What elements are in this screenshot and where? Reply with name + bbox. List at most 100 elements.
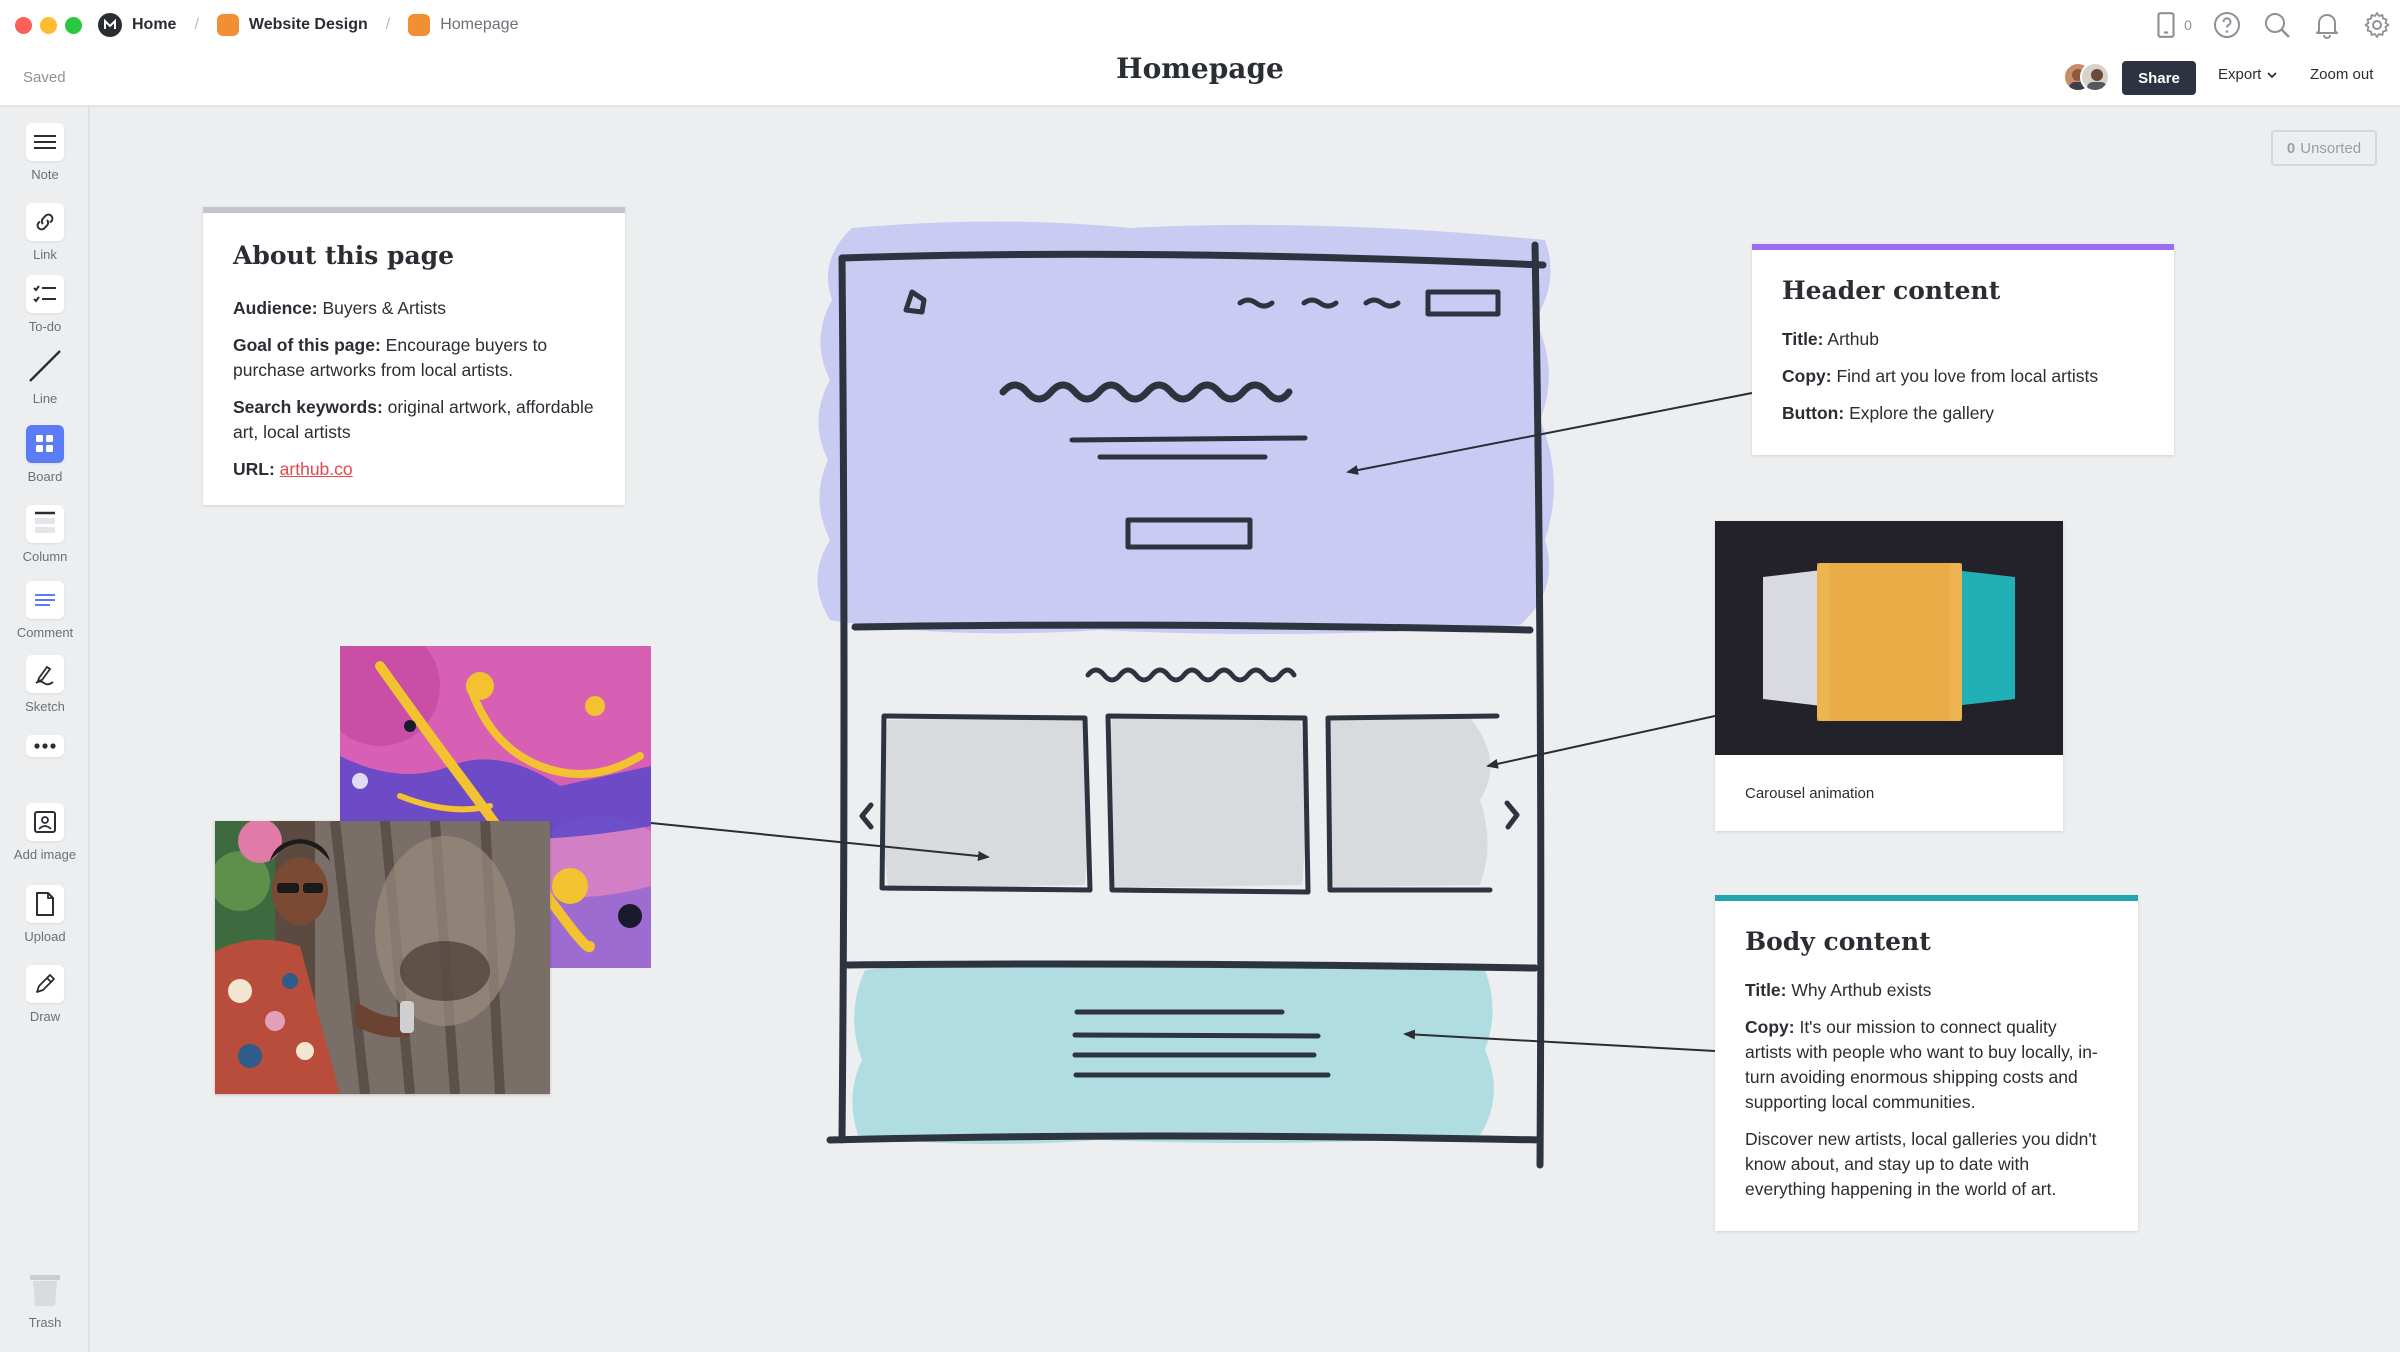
breadcrumb-page[interactable]: Homepage (408, 14, 518, 36)
connector-arrows (650, 392, 1753, 1052)
audience-label: Audience: (233, 298, 318, 318)
title-label: Title: (1745, 980, 1787, 1000)
wireframe-carousel-box (1105, 713, 1311, 895)
wireframe-divider (844, 960, 1539, 972)
more-icon (26, 735, 64, 757)
unsorted-count: 0 (2286, 139, 2296, 157)
url-link[interactable]: arthub.co (279, 459, 353, 479)
goal-value: Encourage buyers to purchase artworks fr… (233, 335, 548, 380)
copy-label: Copy: (1745, 1017, 1795, 1037)
milanote-logo-icon (98, 13, 122, 37)
breadcrumb-board[interactable]: Website Design (216, 14, 368, 36)
top-right-icons: 0 (2134, 8, 2400, 42)
settings-button[interactable] (2360, 8, 2394, 42)
tool-line[interactable]: Line (0, 347, 90, 406)
line-icon (26, 347, 64, 385)
copy-label: Copy: (1782, 366, 1832, 386)
header-section-fill (817, 221, 1554, 634)
board-color-icon (408, 14, 431, 36)
keywords-label: Search keywords: (233, 397, 383, 417)
column-icon (26, 505, 64, 543)
tool-label: Draw (29, 1009, 61, 1024)
tool-more[interactable] (0, 735, 90, 757)
goal-line: Goal of this page: Encourage buyers to p… (233, 333, 595, 383)
connector-arrow (650, 822, 990, 861)
help-icon (2214, 12, 2240, 38)
tool-label: Line (32, 391, 58, 406)
add-image-icon (26, 803, 64, 841)
export-label: Export (2218, 66, 2262, 83)
note-icon (26, 123, 64, 161)
zoom-out-button[interactable]: Zoom out (2310, 66, 2374, 83)
tool-note[interactable]: Note (0, 123, 90, 182)
url-line: URL: arthub.co (233, 457, 595, 482)
goal-label: Goal of this page: (233, 335, 381, 355)
upload-icon (26, 885, 64, 923)
search-button[interactable] (2260, 8, 2294, 42)
wireframe-nav-links (1237, 297, 1401, 309)
breadcrumb-separator: / (385, 16, 391, 33)
device-count: 0 (2184, 17, 2192, 33)
mobile-icon (2157, 12, 2175, 38)
close-window-button[interactable] (15, 17, 32, 34)
url-label: URL: (233, 459, 275, 479)
maximize-window-button[interactable] (65, 17, 82, 34)
title-line: Title: Why Arthub exists (1745, 978, 2108, 1003)
street-artist-image[interactable] (215, 821, 550, 1094)
help-button[interactable] (2210, 8, 2244, 42)
tool-sketch[interactable]: Sketch (0, 655, 90, 714)
tool-draw[interactable]: Draw (0, 965, 90, 1024)
mobile-device-button[interactable]: 0 (2150, 8, 2194, 42)
tool-board[interactable]: Board (0, 425, 90, 484)
tool-todo[interactable]: To-do (0, 275, 90, 334)
copy-line: Copy: It's our mission to connect qualit… (1745, 1015, 2108, 1115)
card-title: About this page (233, 241, 455, 270)
title-label: Title: (1782, 329, 1824, 349)
share-button[interactable]: Share (2122, 61, 2196, 95)
gear-icon (2364, 12, 2390, 38)
comment-icon (26, 581, 64, 619)
trash-icon (26, 1271, 64, 1309)
tool-label: Sketch (25, 699, 65, 714)
unsorted-button[interactable]: 0 Unsorted (2271, 130, 2377, 166)
header-content-card[interactable]: Header content Title: Arthub Copy: Find … (1752, 244, 2174, 455)
tool-label: Comment (16, 625, 74, 640)
body-section-fill (852, 961, 1494, 1144)
tool-comment[interactable]: Comment (0, 581, 90, 640)
notifications-button[interactable] (2310, 8, 2344, 42)
bell-icon (2316, 14, 2338, 39)
page-title[interactable]: Homepage (1116, 52, 1284, 85)
export-button[interactable]: Export (2218, 66, 2277, 83)
search-icon (2265, 13, 2290, 38)
board-color-icon (216, 14, 239, 36)
tool-trash[interactable]: Trash (0, 1271, 90, 1330)
sketch-icon (26, 655, 64, 693)
tool-upload[interactable]: Upload (0, 885, 90, 944)
wireframe-title-squiggle (999, 381, 1293, 403)
button-label: Button: (1782, 403, 1845, 423)
saved-status: Saved (23, 69, 66, 86)
copy-line: Copy: Find art you love from local artis… (1782, 364, 2144, 389)
collaborator-avatars[interactable] (2063, 62, 2111, 94)
draw-icon (26, 965, 64, 1003)
tool-column[interactable]: Column (0, 505, 90, 564)
link-icon (26, 203, 64, 241)
wireframe-carousel-box (879, 713, 1093, 893)
about-this-page-card[interactable]: About this page Audience: Buyers & Artis… (203, 207, 625, 505)
minimize-window-button[interactable] (40, 17, 57, 34)
breadcrumb-home[interactable]: Home (98, 13, 176, 37)
breadcrumb-board-label: Website Design (248, 16, 368, 33)
wireframe-arrow-right (1504, 800, 1520, 830)
carousel-animation-card[interactable]: Carousel animation (1715, 521, 2063, 831)
tool-link[interactable]: Link (0, 203, 90, 262)
copy-value: It's our mission to connect quality arti… (1745, 1017, 2098, 1112)
tool-add-image[interactable]: Add image (0, 803, 90, 862)
wireframe-frame (826, 241, 1547, 1169)
chevron-down-icon (2267, 71, 2277, 78)
connector-arrow (1403, 1029, 1716, 1052)
body-content-card[interactable]: Body content Title: Why Arthub exists Co… (1715, 895, 2138, 1231)
carousel-box-fill (1327, 718, 1491, 887)
keywords-value: original artwork, affordable art, local … (233, 397, 594, 442)
left-toolbar: Note Link To-do Line Board Column Comm (0, 107, 90, 1352)
card-title: Body content (1745, 927, 1931, 956)
